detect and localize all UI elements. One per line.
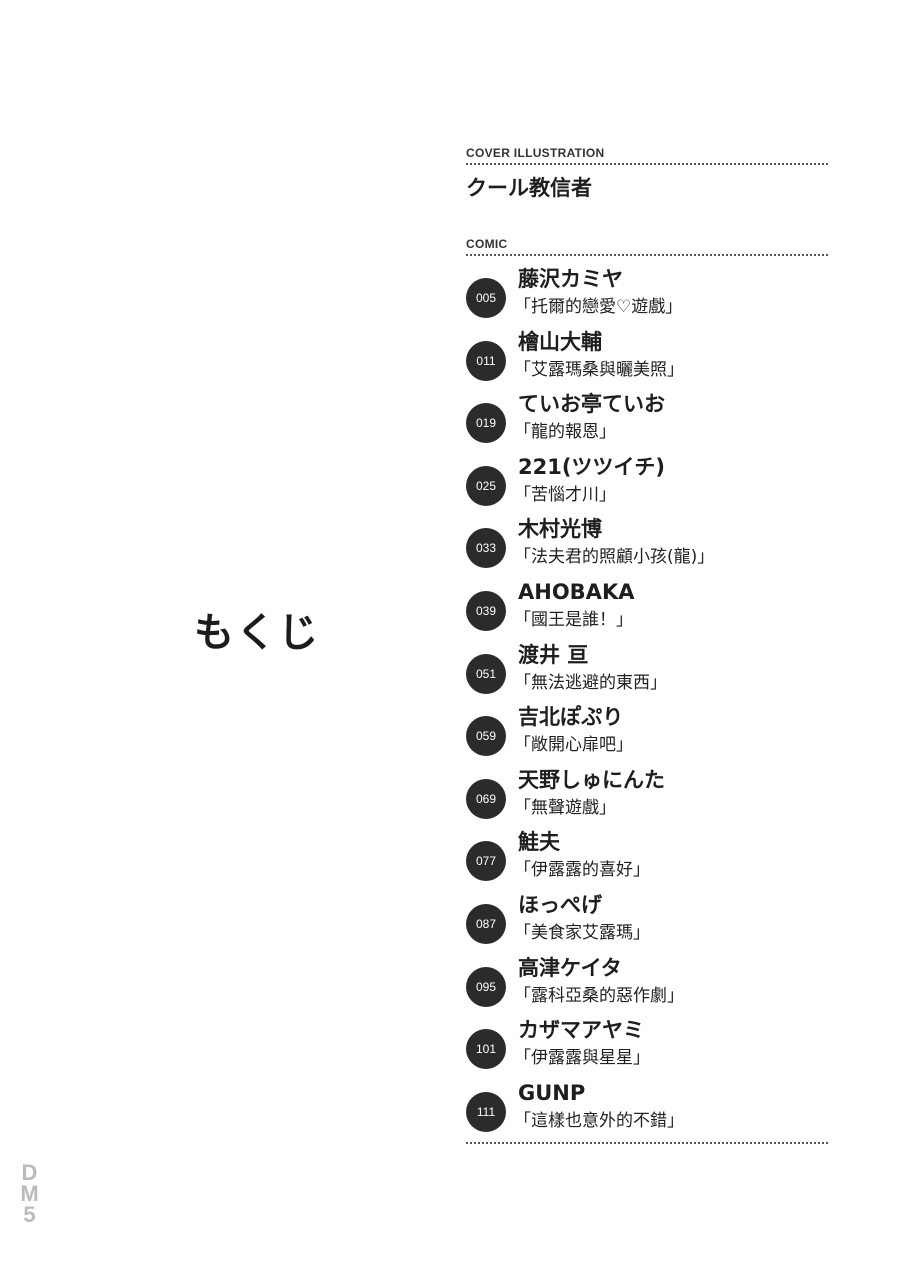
list-item[interactable]: 095 高津ケイタ「露科亞桑的惡作劇」 [466, 955, 828, 1018]
author-name: 221(ツツイチ) [518, 454, 666, 479]
story-title: 「伊露露與星星」 [514, 1048, 650, 1069]
author-name: 吉北ぽぷり [518, 705, 624, 730]
author-name: 渡井 亘 [518, 642, 589, 667]
author-name: ほっぺげ [518, 892, 602, 917]
list-item[interactable]: 069 天野しゅにんた「無聲遊戲」 [466, 767, 828, 830]
author-name: 鮭夫 [518, 830, 560, 855]
list-item[interactable]: 101 カザマアヤミ「伊露露與星星」 [466, 1017, 828, 1080]
author-name: 木村光博 [518, 517, 602, 542]
page-number-badge: 077 [466, 841, 506, 882]
author-name: 高津ケイタ [518, 955, 622, 980]
author-name: GUNP [518, 1080, 586, 1105]
page-number-badge: 095 [466, 966, 506, 1007]
author-name: 天野しゅにんた [518, 767, 665, 792]
page-number-badge: 069 [466, 778, 506, 819]
story-title: 「露科亞桑的惡作劇」 [514, 985, 684, 1006]
dotted-divider [466, 1142, 828, 1145]
page-number-badge: 059 [466, 716, 506, 757]
story-title: 「這樣也意外的不錯」 [514, 1110, 684, 1131]
list-item[interactable]: 011 檜山大輔「艾露瑪桑與曬美照」 [466, 329, 828, 392]
watermark-text: DM5 [17, 1160, 42, 1223]
list-item[interactable]: 111 GUNP 「這樣也意外的不錯」 [466, 1080, 828, 1143]
story-title: 「苦惱才川」 [514, 484, 616, 505]
author-name: AHOBAKA [518, 579, 635, 604]
watermark-logo: DM5 [6, 1160, 46, 1270]
page-number-badge: 025 [466, 465, 506, 506]
list-item[interactable]: 005 藤沢カミヤ「托爾的戀愛♡遊戲」 [466, 266, 828, 329]
page-number-badge: 005 [466, 278, 506, 318]
story-title: 「伊露露的喜好」 [514, 860, 650, 881]
story-title: 「無法逃避的東西」 [514, 672, 667, 693]
comic-entry-list: 005 藤沢カミヤ「托爾的戀愛♡遊戲」 011 檜山大輔「艾露瑪桑與曬美照」 019 てい… [466, 266, 828, 1142]
list-item[interactable]: 059 吉北ぽぷり「敞開心扉吧」 [466, 704, 828, 767]
list-item[interactable]: 039 AHOBAKA 「國王是誰！」 [466, 579, 828, 642]
comic-label: COMIC [466, 237, 508, 251]
story-title: 「國王是誰！」 [514, 609, 633, 630]
cover-illustration-label: COVER ILLUSTRATION [466, 146, 605, 160]
dotted-divider [466, 254, 828, 256]
list-item[interactable]: 025 221(ツツイチ) 「苦惱才川」 [466, 454, 828, 517]
story-title: 「艾露瑪桑與曬美照」 [514, 359, 684, 380]
page-number-badge: 101 [466, 1029, 506, 1070]
story-title: 「無聲遊戲」 [514, 797, 616, 818]
page-number-badge: 011 [466, 340, 506, 381]
page-title: もくじ [194, 610, 320, 656]
cover-artist: クール教信者 [466, 176, 592, 200]
story-title: 「托爾的戀愛♡遊戲」 [514, 297, 683, 317]
page-number-badge: 051 [466, 653, 506, 694]
author-name: ていお亭ていお [518, 392, 665, 417]
author-name: 藤沢カミヤ [518, 267, 623, 291]
page-number-badge: 019 [466, 403, 506, 444]
story-title: 「龍的報恩」 [514, 422, 616, 443]
author-name: 檜山大輔 [518, 329, 602, 354]
list-item[interactable]: 019 ていお亭ていお「龍的報恩」 [466, 391, 828, 454]
list-item[interactable]: 051 渡井 亘「無法逃避的東西」 [466, 642, 828, 705]
page-number-badge: 111 [466, 1091, 506, 1132]
story-title: 「法夫君的照顧小孩(龍)」 [514, 547, 715, 568]
page-number-badge: 033 [466, 528, 506, 569]
page-number-badge: 087 [466, 903, 506, 944]
page-number-badge: 039 [466, 590, 506, 631]
list-item[interactable]: 087 ほっぺげ「美食家艾露瑪」 [466, 892, 828, 955]
list-item[interactable]: 033 木村光博「法夫君的照顧小孩(龍)」 [466, 516, 828, 579]
table-of-contents: COVER ILLUSTRATION クール教信者 COMIC 005 藤沢カミヤ… [466, 146, 828, 1145]
story-title: 「美食家艾露瑪」 [514, 922, 650, 943]
list-item[interactable]: 077 鮭夫「伊露露的喜好」 [466, 829, 828, 892]
story-title: 「敞開心扉吧」 [514, 735, 633, 756]
dotted-divider [466, 163, 828, 165]
author-name: カザマアヤミ [518, 1018, 644, 1043]
